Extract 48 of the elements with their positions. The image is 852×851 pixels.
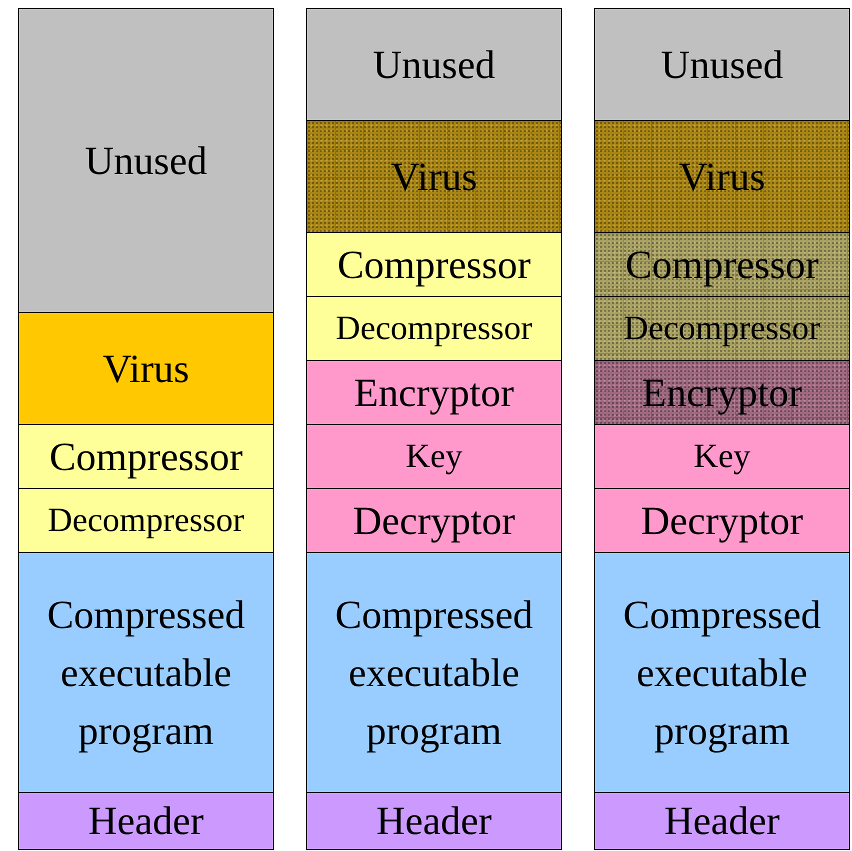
memory-block: [306, 296, 562, 362]
block-label: Compressed executable program: [334, 590, 534, 755]
block-label: Decompressor: [624, 309, 820, 350]
block-label: Key: [406, 437, 462, 478]
block-label: Compressed executable program: [622, 590, 822, 755]
block-label: Unused: [660, 40, 784, 89]
block-label: Decompressor: [336, 309, 532, 350]
block-label: Compressor: [625, 240, 819, 289]
block-label: Key: [694, 437, 750, 478]
memory-block: [18, 488, 274, 554]
encrypted-memory-block: [594, 296, 850, 362]
memory-block: [594, 8, 850, 122]
block-label: Header: [664, 796, 780, 845]
encrypted-memory-block: [594, 360, 850, 426]
encrypted-memory-block: [594, 232, 850, 298]
memory-block: [18, 552, 274, 794]
block-label: Decryptor: [640, 496, 804, 545]
block-label: Virus: [102, 344, 190, 393]
block-label: Encryptor: [354, 368, 514, 417]
memory-block: [18, 424, 274, 490]
block-label: Header: [376, 796, 492, 845]
memory-block: [306, 488, 562, 554]
memory-block: [306, 232, 562, 298]
encrypted-memory-block: [594, 120, 850, 234]
block-label: Compressed executable program: [46, 590, 246, 755]
block-label: Header: [88, 796, 204, 845]
block-label: Decompressor: [48, 501, 244, 542]
block-label: Compressor: [49, 432, 243, 481]
encrypted-memory-block: [306, 120, 562, 234]
memory-block: [306, 424, 562, 490]
memory-block: [594, 552, 850, 794]
block-label: Virus: [678, 152, 766, 201]
memory-block: [18, 312, 274, 426]
memory-block: [306, 552, 562, 794]
block-label: Unused: [84, 136, 208, 185]
block-label: Encryptor: [642, 368, 802, 417]
memory-block: [594, 488, 850, 554]
block-label: Virus: [390, 152, 478, 201]
memory-block: [594, 792, 850, 850]
block-label: Compressor: [337, 240, 531, 289]
memory-block: [306, 360, 562, 426]
memory-block: [594, 424, 850, 490]
memory-block: [306, 792, 562, 850]
block-label: Unused: [372, 40, 496, 89]
block-label: Decryptor: [352, 496, 516, 545]
memory-block: [18, 792, 274, 850]
memory-block: [306, 8, 562, 122]
memory-block: [18, 8, 274, 314]
